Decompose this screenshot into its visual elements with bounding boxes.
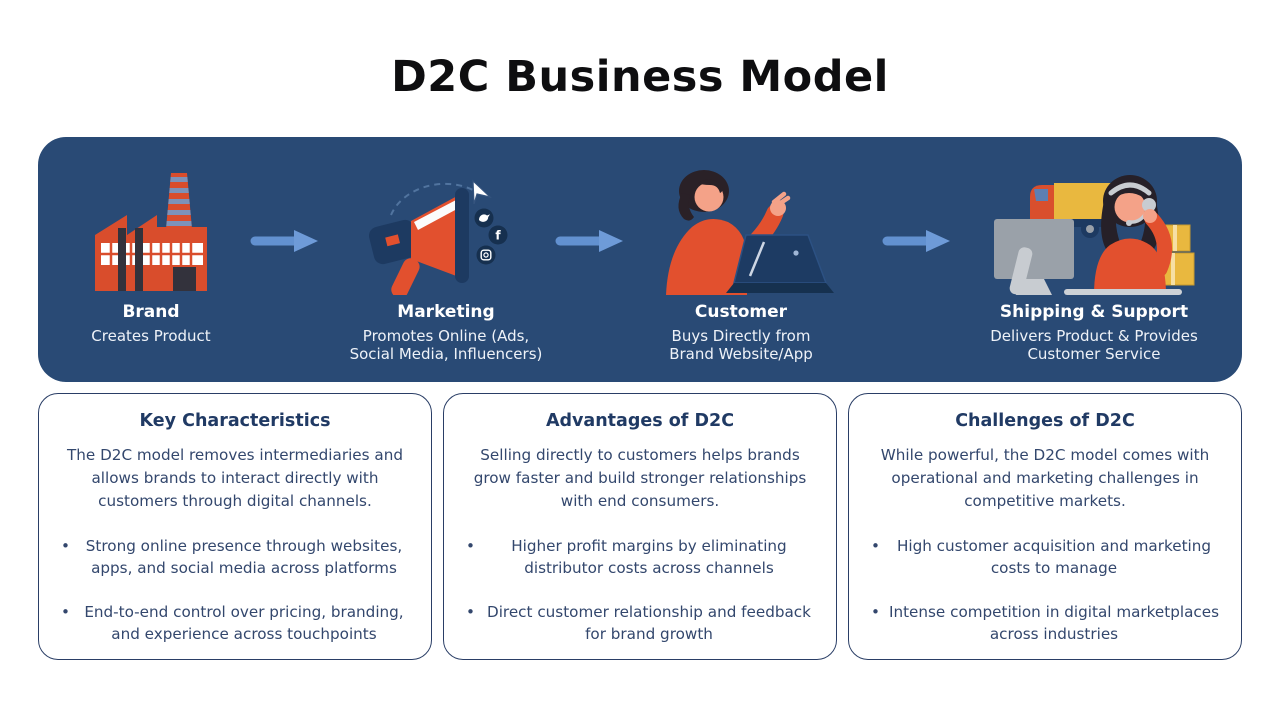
info-cards-row: Key Characteristics The D2C model remove…: [38, 393, 1242, 660]
headset-icon: [1108, 182, 1152, 196]
bullet-dot: •: [466, 537, 475, 555]
card-title: Advantages of D2C: [545, 411, 735, 431]
card-intro: Selling directly to customers helps bran…: [473, 446, 807, 510]
process-banner: Brand Creates Product: [38, 137, 1242, 382]
card-title: Key Characteristics: [139, 411, 331, 431]
bullet-dot: •: [871, 603, 880, 621]
stage-label: Marketing: [397, 302, 495, 322]
bullet-dot: •: [61, 603, 70, 621]
bullet-text: Direct customer relationship and feedbac…: [487, 603, 811, 643]
megaphone-icon: f: [363, 153, 529, 295]
card-intro: The D2C model removes intermediaries and…: [67, 446, 403, 510]
arrow-right-icon: [555, 228, 625, 254]
bullet-item: • Intense competition in digital marketp…: [869, 601, 1221, 645]
bullet-dot: •: [61, 537, 70, 555]
bullet-text: High customer acquisition and marketing …: [896, 537, 1212, 577]
card-key-characteristics: Key Characteristics The D2C model remove…: [38, 393, 432, 660]
bullet-text: End-to-end control over pricing, brandin…: [84, 603, 404, 643]
stage-label: Brand: [122, 302, 180, 322]
svg-text:f: f: [495, 229, 501, 243]
bullet-text: Intense competition in digital marketpla…: [888, 603, 1219, 643]
card-advantages: Advantages of D2C Selling directly to cu…: [443, 393, 837, 660]
stage-description: Promotes Online (Ads, Social Media, Infl…: [349, 327, 543, 364]
customer-laptop-icon: [646, 153, 836, 295]
stage-label: Customer: [694, 302, 788, 322]
bullet-dot: •: [466, 603, 475, 621]
paper-plane-icon: [472, 179, 493, 205]
bullet-dot: •: [871, 537, 880, 555]
facebook-icon: f: [488, 225, 508, 245]
card-intro: While powerful, the D2C model comes with…: [880, 446, 1210, 510]
arrow-right-icon: [250, 228, 320, 254]
stage-brand: Brand Creates Product: [41, 153, 261, 345]
page-title: D2C Business Model: [391, 52, 889, 102]
bullet-item: • Direct customer relationship and feedb…: [464, 601, 816, 645]
stage-customer: Customer Buys Directly from Brand Websit…: [621, 153, 861, 364]
bullet-item: • High customer acquisition and marketin…: [869, 535, 1221, 579]
stage-description: Delivers Product & Provides Customer Ser…: [990, 327, 1198, 364]
bullet-item: • Strong online presence through website…: [59, 535, 411, 579]
bullet-text: Higher profit margins by eliminating dis…: [511, 537, 787, 577]
factory-icon: [85, 153, 217, 295]
twitter-icon: [474, 208, 494, 228]
stage-description: Buys Directly from Brand Website/App: [669, 327, 813, 364]
bullet-item: • Higher profit margins by eliminating d…: [464, 535, 816, 579]
instagram-icon: [476, 245, 496, 265]
bullet-item: • End-to-end control over pricing, brand…: [59, 601, 411, 645]
stage-marketing: f Marketing Promotes Online (Ads, Social…: [321, 153, 571, 364]
stage-description: Creates Product: [91, 327, 211, 345]
support-agent-icon: [992, 153, 1196, 295]
stage-shipping-support: Shipping & Support Delivers Product & Pr…: [969, 153, 1219, 364]
stage-label: Shipping & Support: [999, 302, 1189, 322]
monitor-icon: [994, 219, 1074, 295]
bullet-text: Strong online presence through websites,…: [85, 537, 403, 577]
card-title: Challenges of D2C: [955, 411, 1135, 431]
card-challenges: Challenges of D2C While powerful, the D2…: [848, 393, 1242, 660]
arrow-right-icon: [882, 228, 952, 254]
